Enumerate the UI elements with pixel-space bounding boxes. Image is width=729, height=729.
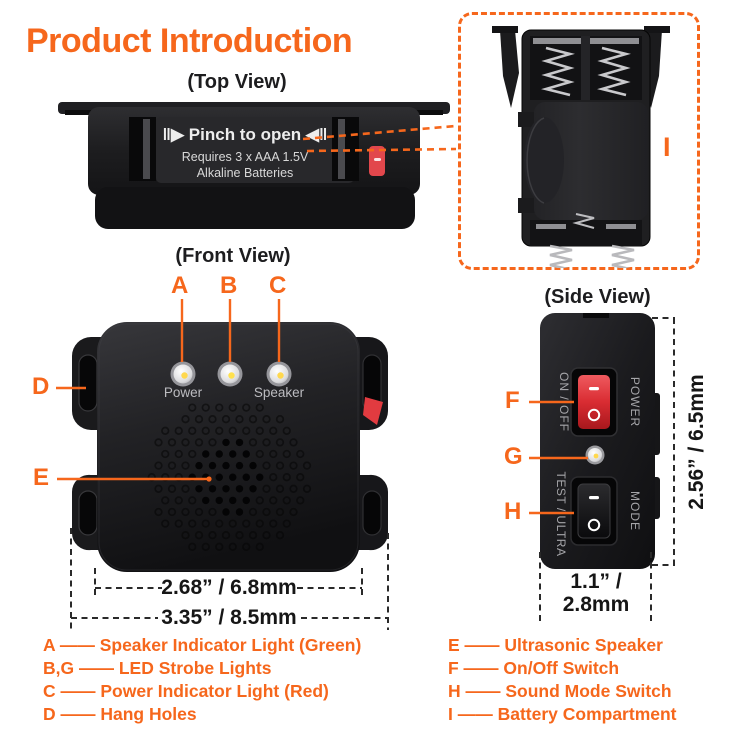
- battery-bottom-contact-left: [536, 224, 566, 229]
- page-title: Product Introduction: [26, 22, 353, 60]
- power-led-label: Power: [164, 385, 203, 400]
- battery-lens-highlight: [526, 117, 545, 204]
- legend-item-f: F —— On/Off Switch: [448, 658, 620, 678]
- top-view-pinch-latch-right: [332, 117, 359, 181]
- front-body-edge-highlight: [98, 323, 359, 571]
- battery-middle-lens: [524, 117, 564, 203]
- marker-e: E: [33, 464, 50, 491]
- test-ultra-label: TEST / ULTRA: [554, 472, 568, 557]
- side-view-label: (Side View): [544, 286, 651, 308]
- battery-clip-left-top: [492, 26, 518, 33]
- battery-middle-block: [534, 102, 648, 220]
- battery-tab-lower: [518, 198, 536, 213]
- legend-item-h: H —— Sound Mode Switch: [448, 681, 672, 701]
- legend-item-c: C —— Power Indicator Light (Red): [43, 681, 329, 701]
- side-dim-width-line1: 1.1” /: [570, 570, 622, 593]
- marker-c: C: [269, 272, 287, 299]
- power-indicator-led: [266, 361, 292, 387]
- on-off-switch[interactable]: [570, 367, 618, 437]
- battery-spring-bottom-right: [611, 244, 635, 268]
- marker-i: I: [663, 132, 671, 162]
- front-dim-inner: 2.68” / 6.8mm: [161, 576, 297, 599]
- alkaline-batteries-text: Alkaline Batteries: [197, 166, 294, 180]
- hang-hole-right-bottom: [355, 474, 389, 551]
- battery-clip-left: [500, 30, 519, 108]
- side-body: [540, 313, 655, 569]
- legend-item-a: A —— Speaker Indicator Light (Green): [43, 635, 362, 655]
- led-strobe-light: [217, 361, 243, 387]
- side-dim-width-line2: 2.8mm: [562, 593, 630, 616]
- battery-bottom-contact-right: [606, 224, 636, 229]
- battery-clip-right-top: [644, 26, 670, 33]
- marker-g: G: [504, 443, 523, 470]
- battery-bay-divider: [581, 36, 590, 100]
- legend-right: E —— Ultrasonic Speaker F —— On/Off Swit…: [448, 634, 677, 726]
- legend-item-i: I —— Battery Compartment: [448, 704, 677, 724]
- battery-spring-top-right: [597, 46, 631, 97]
- top-view-red-switch[interactable]: [369, 146, 385, 176]
- sound-mode-switch[interactable]: [570, 476, 618, 546]
- mode-label: MODE: [628, 491, 642, 531]
- battery-spring-top-left: [541, 46, 575, 97]
- battery-tab-upper: [518, 112, 536, 127]
- front-dim-outer: 3.35” / 8.5mm: [161, 606, 297, 629]
- top-view-label: (Top View): [187, 71, 287, 93]
- battery-spring-mid: [572, 213, 595, 229]
- marker-d: D: [32, 373, 50, 400]
- speaker-indicator-led: [170, 361, 196, 387]
- front-red-switch-wedge: [363, 397, 383, 425]
- legend-item-e: E —— Ultrasonic Speaker: [448, 635, 663, 655]
- top-view-lower-body: [95, 187, 415, 229]
- side-view-device: ON / OFF POWER TEST / ULTRA MODE: [540, 313, 660, 569]
- top-view-device: ‖▶ Pinch to open ◀‖ Requires 3 x AAA 1.5…: [58, 102, 450, 229]
- hang-hole-left-bottom: [71, 474, 105, 551]
- marker-a: A: [171, 272, 189, 299]
- ultrasonic-speaker-grille: [147, 403, 312, 551]
- legend-item-bg: B,G —— LED Strobe Lights: [43, 658, 272, 678]
- side-led-strobe: [585, 445, 605, 465]
- battery-holder: [492, 26, 670, 268]
- pinch-to-open-text: ‖▶ Pinch to open ◀‖: [163, 125, 328, 144]
- side-dim-height: 2.56” / 6.5mm: [685, 374, 708, 510]
- marker-f: F: [505, 387, 520, 414]
- side-top-notch: [583, 313, 609, 318]
- speaker-led-label: Speaker: [254, 385, 305, 400]
- requires-batteries-text: Requires 3 x AAA 1.5V: [182, 150, 309, 164]
- battery-bottom-bay: [530, 220, 642, 246]
- battery-spring-bottom-left: [549, 244, 573, 268]
- power-side-label: POWER: [628, 377, 642, 427]
- side-dim-width: 1.1” / 2.8mm: [546, 570, 646, 616]
- on-off-label: ON / OFF: [557, 372, 571, 432]
- marker-b: B: [220, 272, 238, 299]
- legend-left: A —— Speaker Indicator Light (Green) B,G…: [43, 634, 361, 726]
- battery-compartment-outline: [458, 12, 700, 270]
- legend-item-d: D —— Hang Holes: [43, 704, 197, 724]
- top-view-pinch-latch-left: [129, 117, 156, 181]
- front-view-label: (Front View): [175, 245, 291, 267]
- front-view-device: Power Speaker: [71, 322, 389, 572]
- marker-h: H: [504, 498, 522, 525]
